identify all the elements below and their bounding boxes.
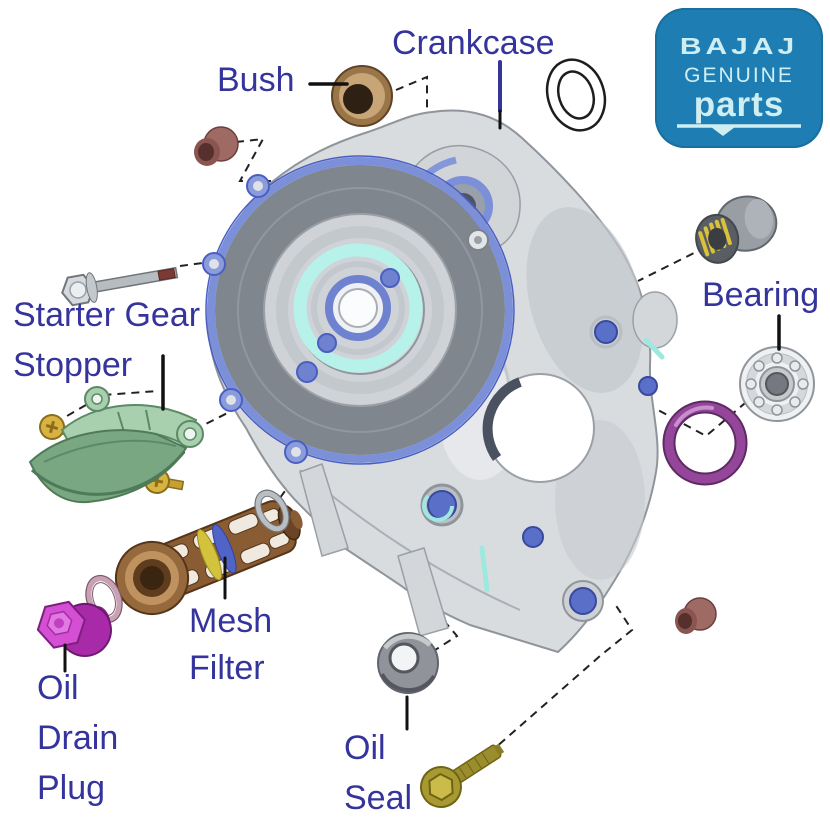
label-oil-drain-plug-line3: Plug	[37, 769, 106, 807]
gold-flange-bolt-part	[420, 743, 505, 808]
maroon-bush-bottom-part	[675, 597, 717, 634]
snap-ring-part	[254, 489, 290, 533]
label-mesh-filter-line1: Mesh	[189, 602, 273, 640]
long-bolt-part	[61, 266, 179, 307]
needle-bearing-part	[695, 195, 778, 264]
logo-genuine-text: GENUINE	[684, 64, 794, 87]
mesh-filter-part	[115, 500, 303, 615]
label-bearing: Bearing	[702, 276, 820, 314]
label-oil-seal-line1: Oil	[344, 729, 386, 767]
ball-bearing-part	[739, 346, 815, 422]
bajaj-genuine-parts-logo: BAJAJ GENUINE parts	[655, 8, 823, 148]
label-bush: Bush	[217, 61, 295, 99]
maroon-bush-top-part	[194, 126, 239, 166]
crankcase-illustration	[202, 109, 678, 654]
label-oil-drain-plug-line2: Drain	[37, 719, 119, 757]
starter-gear-stopper-part	[28, 386, 204, 504]
logo-underline-chevron	[677, 124, 801, 136]
label-oil-seal-line2: Seal	[344, 779, 413, 817]
logo-parts-text: parts	[693, 85, 785, 124]
label-crankcase: Crankcase	[392, 24, 555, 62]
label-oil-drain-plug-line1: Oil	[37, 669, 79, 707]
label-starter-gear-stopper-line1: Starter Gear	[13, 296, 201, 334]
label-starter-gear-stopper-line2: Stopper	[13, 346, 133, 384]
label-mesh-filter-line2: Filter	[189, 649, 265, 687]
bush-part	[331, 65, 393, 127]
oil-drain-plug-part	[36, 600, 112, 657]
oil-seal-part	[377, 632, 439, 694]
logo-brand-text: BAJAJ	[679, 33, 799, 60]
purple-seal-ring-part	[662, 400, 748, 486]
label-pointer-lines	[63, 60, 781, 731]
washer-outline-part	[545, 58, 607, 132]
